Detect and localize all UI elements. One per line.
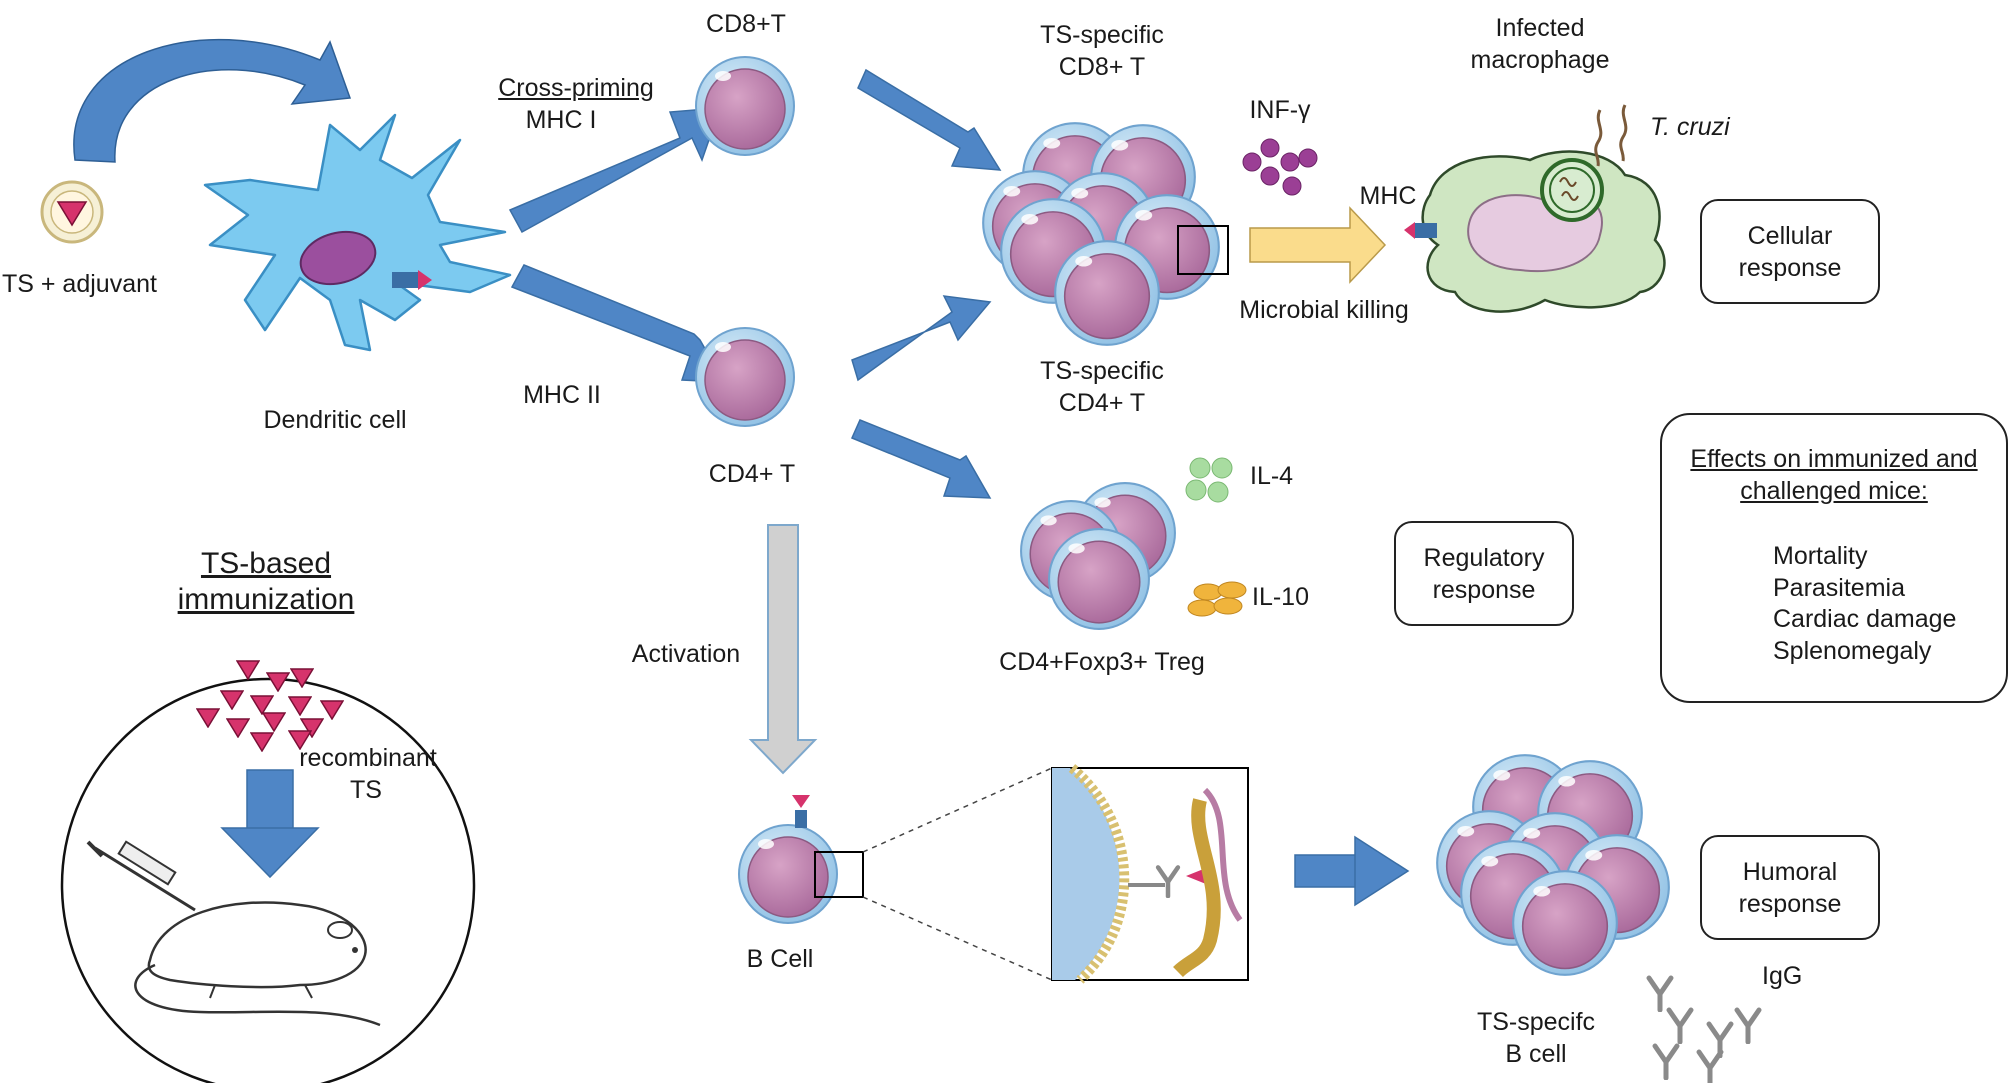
immunization-title-2: immunization — [177, 583, 355, 616]
regulatory-response-line-1: Regulatory — [1423, 543, 1545, 572]
dendritic-cell-icon — [203, 113, 512, 352]
cellular-response-line-1: Cellular — [1747, 221, 1833, 250]
injection-arrow — [220, 769, 320, 879]
b-cell — [738, 824, 838, 924]
regulatory-response-line-2: response — [1432, 575, 1536, 604]
effects-list: Mortality Parasitemia Cardiac damage Spl… — [1773, 541, 1956, 667]
cd8-t-cell — [695, 56, 795, 156]
il10-label: IL-10 — [1252, 583, 1309, 611]
arrow-cd4-to-tscd4 — [851, 295, 992, 382]
microbial-killing-arrow — [1249, 206, 1387, 284]
arrow-to-humoral — [1294, 835, 1410, 907]
immunization-circle — [60, 677, 476, 1083]
effect-parasitemia: Parasitemia — [1773, 573, 1905, 602]
membrane-zoom-panel — [1051, 764, 1249, 984]
mhc1-label: MHC I — [525, 106, 597, 134]
b-cell-zoom-box — [814, 851, 864, 898]
humoral-response-line-1: Humoral — [1742, 857, 1838, 886]
immunization-title-1: TS-based — [200, 547, 332, 580]
inf-gamma-label: INF-γ — [1249, 96, 1311, 124]
effect-cardiac-damage: Cardiac damage — [1773, 605, 1957, 633]
ts-b-cell-label-1: TS-specifc — [1476, 1008, 1596, 1036]
il4-label: IL-4 — [1250, 462, 1294, 490]
effects-title-2: challenged mice: — [1740, 477, 1928, 505]
treg-label: CD4+Foxp3+ Treg — [999, 648, 1205, 676]
cross-priming-label: Cross-priming — [498, 74, 654, 102]
arrow-cd4-to-treg — [851, 419, 992, 499]
igg-label: IgG — [1762, 962, 1803, 990]
treg-cell-cluster — [1020, 482, 1176, 630]
dendritic-cell-label: Dendritic cell — [263, 406, 407, 434]
mhc2-label: MHC II — [523, 381, 601, 409]
b-cell-receptor — [792, 795, 810, 828]
effects-box: Effects on immunized and challenged mice… — [1660, 413, 2008, 703]
effect-mortality: Mortality — [1773, 542, 1868, 570]
inset-box — [1177, 225, 1229, 275]
igg-antibodies — [1649, 978, 1759, 1083]
il10-molecules — [1187, 581, 1247, 617]
recombinant-label-2: TS — [350, 776, 382, 804]
humoral-response-box: Humoral response — [1700, 835, 1880, 940]
effects-title-1: Effects on immunized and — [1690, 445, 1978, 473]
ts-specific-t-cell-cluster — [982, 122, 1220, 346]
cellular-response-box: Cellular response — [1700, 199, 1880, 304]
arrow-cd8-to-tscd8 — [857, 68, 1002, 171]
mouse-syringe-icon — [86, 840, 381, 1027]
curved-arrow — [73, 38, 352, 163]
ts-cd8-label-2: CD8+ T — [1058, 53, 1146, 81]
macrophage-label-1: Infected — [1495, 14, 1585, 42]
infected-macrophage-icon — [1404, 104, 1666, 313]
microbial-killing-label: Microbial killing — [1239, 296, 1409, 324]
ts-specific-b-cell-cluster — [1436, 754, 1670, 976]
effect-splenomegaly: Splenomegaly — [1773, 636, 1932, 665]
regulatory-response-box: Regulatory response — [1394, 521, 1574, 626]
macrophage-label-2: macrophage — [1470, 46, 1610, 74]
cd4-t-cell — [695, 327, 795, 427]
t-cruzi-label: T. cruzi — [1650, 113, 1730, 141]
humoral-response-line-2: response — [1738, 889, 1842, 918]
ts-b-cell-label-2: B cell — [1505, 1040, 1567, 1068]
activation-label: Activation — [631, 640, 741, 668]
arrow-dc-to-cd4 — [510, 264, 726, 383]
recombinant-label-1: recombinant — [299, 744, 437, 772]
cd4-label: CD4+ T — [708, 460, 796, 488]
il4-molecules — [1185, 457, 1233, 503]
ts-adjuvant-icon — [40, 180, 104, 244]
cellular-response-line-2: response — [1738, 253, 1842, 282]
ts-cd4-label-2: CD4+ T — [1058, 389, 1146, 417]
ts-adjuvant-label: TS + adjuvant — [2, 270, 157, 298]
inf-gamma-molecules — [1242, 138, 1318, 196]
ts-cd4-label-1: TS-specific — [1040, 357, 1164, 385]
activation-arrow — [748, 524, 818, 775]
ts-cd8-label-1: TS-specific — [1040, 21, 1164, 49]
cd8-label: CD8+T — [706, 10, 786, 38]
b-cell-label: B Cell — [746, 945, 814, 973]
mhc-label: MHC — [1359, 182, 1417, 210]
